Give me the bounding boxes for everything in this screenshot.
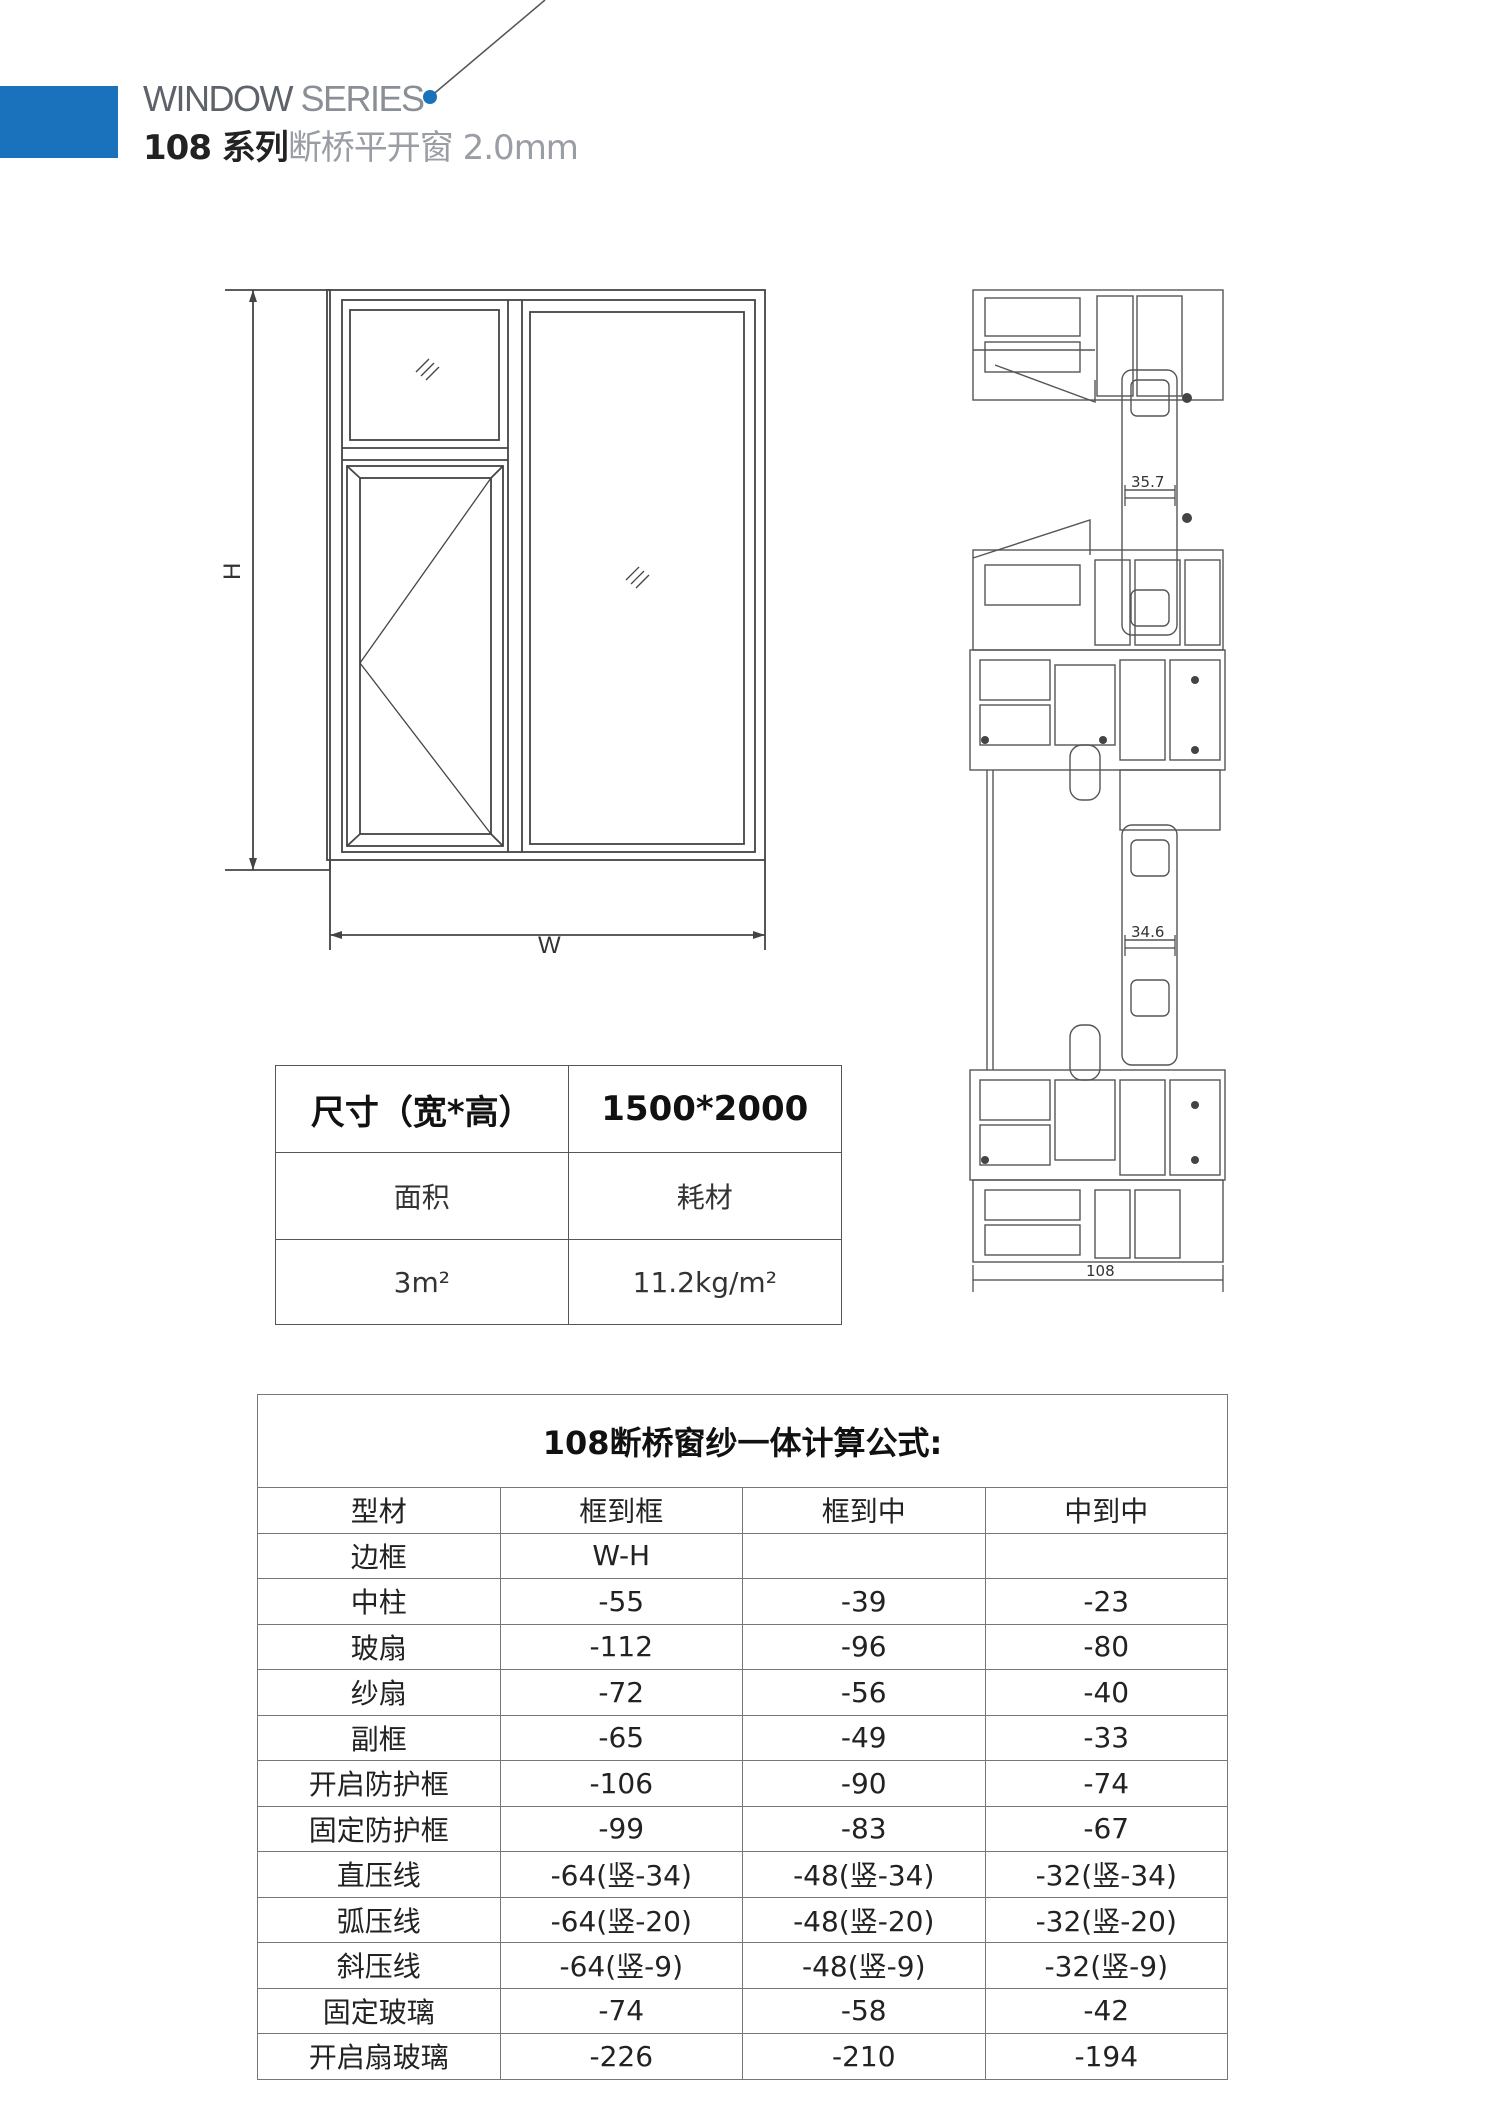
size-label: 尺寸（宽*高）: [275, 1065, 569, 1153]
series-title: WINDOW SERIES: [143, 78, 425, 120]
table-cell: -226: [499, 2033, 743, 2080]
table-cell: -23: [984, 1578, 1228, 1625]
area-value: 3m²: [275, 1239, 569, 1325]
header-cell: 中到中: [984, 1487, 1228, 1534]
table-row: 直压线-64(竖-34)-48(竖-34)-32(竖-34): [257, 1851, 1228, 1898]
formula-title-row: 108断桥窗纱一体计算公式:: [257, 1394, 1228, 1488]
table-cell: -74: [499, 1987, 743, 2034]
value-row: 3m² 11.2kg/m²: [275, 1239, 843, 1325]
table-cell: 纱扇: [257, 1669, 501, 1716]
table-cell: -39: [742, 1578, 986, 1625]
size-table: 尺寸（宽*高） 1500*2000 面积 耗材 3m² 11.2kg/m²: [275, 1065, 843, 1325]
dim-mid-label: 34.6: [1131, 923, 1164, 941]
table-cell: [742, 1532, 986, 1579]
table-row: 副框-65-49-33: [257, 1714, 1228, 1761]
table-cell: -58: [742, 1987, 986, 2034]
series-title-light: SERIES: [291, 78, 425, 119]
height-label: H: [220, 563, 246, 580]
formula-header-row: 型材 框到框 框到中 中到中: [257, 1487, 1228, 1534]
area-label: 面积: [275, 1152, 569, 1240]
table-cell: -80: [984, 1623, 1228, 1670]
table-cell: 开启防护框: [257, 1760, 501, 1807]
header-cell: 框到中: [742, 1487, 986, 1534]
dim-top-label: 35.7: [1131, 473, 1164, 491]
table-cell: 玻扇: [257, 1623, 501, 1670]
table-cell: -56: [742, 1669, 986, 1716]
table-row: 固定防护框-99-83-67: [257, 1805, 1228, 1852]
table-cell: -67: [984, 1805, 1228, 1852]
table-cell: -48(竖-20): [742, 1896, 986, 1943]
size-value: 1500*2000: [567, 1065, 843, 1153]
table-cell: -55: [499, 1578, 743, 1625]
table-cell: -210: [742, 2033, 986, 2080]
table-cell: -83: [742, 1805, 986, 1852]
table-cell: -33: [984, 1714, 1228, 1761]
material-value: 11.2kg/m²: [567, 1239, 843, 1325]
table-cell: W-H: [499, 1532, 743, 1579]
table-cell: 固定防护框: [257, 1805, 501, 1852]
table-row: 开启扇玻璃-226-210-194: [257, 2033, 1228, 2080]
table-row: 玻扇-112-96-80: [257, 1623, 1228, 1670]
label-row: 面积 耗材: [275, 1152, 843, 1240]
table-cell: -32(竖-9): [984, 1942, 1228, 1989]
product-title: 108 系列断桥平开窗 2.0mm: [143, 120, 579, 169]
table-row: 开启防护框-106-90-74: [257, 1760, 1228, 1807]
material-label: 耗材: [567, 1152, 843, 1240]
table-cell: -42: [984, 1987, 1228, 2034]
product-title-strong: 108 系列: [143, 128, 289, 168]
table-cell: -99: [499, 1805, 743, 1852]
table-cell: -48(竖-9): [742, 1942, 986, 1989]
table-cell: -90: [742, 1760, 986, 1807]
table-row: 斜压线-64(竖-9)-48(竖-9)-32(竖-9): [257, 1942, 1228, 1989]
width-label: W: [538, 932, 561, 959]
table-cell: -96: [742, 1623, 986, 1670]
table-cell: -49: [742, 1714, 986, 1761]
table-cell: -74: [984, 1760, 1228, 1807]
table-cell: -64(竖-34): [499, 1851, 743, 1898]
table-cell: -194: [984, 2033, 1228, 2080]
series-title-strong: WINDOW: [143, 78, 293, 119]
table-row: 固定玻璃-74-58-42: [257, 1987, 1228, 2034]
table-cell: 斜压线: [257, 1942, 501, 1989]
table-cell: -65: [499, 1714, 743, 1761]
table-cell: 弧压线: [257, 1896, 501, 1943]
table-cell: 固定玻璃: [257, 1987, 501, 2034]
table-cell: -32(竖-20): [984, 1896, 1228, 1943]
profile-section-drawing: 35.7 34.6 108: [969, 289, 1226, 1292]
table-cell: 副框: [257, 1714, 501, 1761]
table-cell: -40: [984, 1669, 1228, 1716]
table-row: 纱扇-72-56-40: [257, 1669, 1228, 1716]
header-cell: 型材: [257, 1487, 501, 1534]
table-cell: -112: [499, 1623, 743, 1670]
table-cell: -64(竖-9): [499, 1942, 743, 1989]
header-cell: 框到框: [499, 1487, 743, 1534]
size-row: 尺寸（宽*高） 1500*2000: [275, 1065, 843, 1153]
table-row: 中柱-55-39-23: [257, 1578, 1228, 1625]
table-cell: 边框: [257, 1532, 501, 1579]
table-cell: 开启扇玻璃: [257, 2033, 501, 2080]
table-row: 弧压线-64(竖-20)-48(竖-20)-32(竖-20): [257, 1896, 1228, 1943]
table-cell: -72: [499, 1669, 743, 1716]
table-cell: -48(竖-34): [742, 1851, 986, 1898]
table-cell: -106: [499, 1760, 743, 1807]
table-cell: -32(竖-34): [984, 1851, 1228, 1898]
product-title-light: 断桥平开窗 2.0mm: [287, 128, 579, 168]
dim-width-label: 108: [1086, 1262, 1115, 1280]
table-cell: -64(竖-20): [499, 1896, 743, 1943]
header-decorative-line: [423, 0, 546, 104]
table-cell: 中柱: [257, 1578, 501, 1625]
header-accent-block: [0, 86, 118, 158]
table-cell: 直压线: [257, 1851, 501, 1898]
window-elevation-drawing: H W: [220, 289, 766, 959]
table-cell: [984, 1532, 1228, 1579]
formula-title: 108断桥窗纱一体计算公式:: [257, 1394, 1228, 1488]
